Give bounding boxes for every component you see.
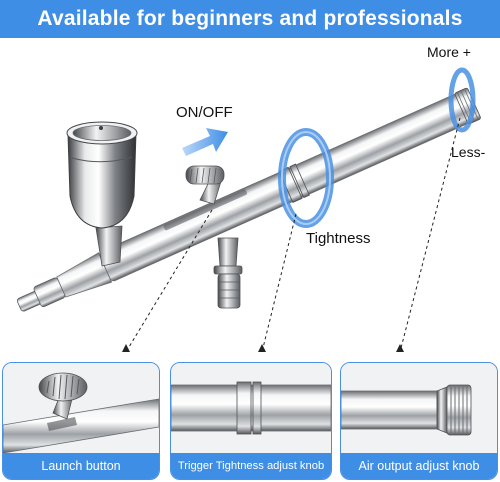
- label-on-off: ON/OFF: [176, 104, 233, 121]
- label-tightness: Tightness: [306, 230, 371, 247]
- detail-panel-air-output-knob: Air output adjust knob: [340, 362, 498, 480]
- caption-tightness-knob: Trigger Tightness adjust knob: [171, 453, 331, 479]
- rotate-ring-icon: [448, 67, 476, 133]
- title-banner: Available for beginners and professional…: [0, 0, 500, 38]
- detail-panel-launch-button: Launch button: [2, 362, 160, 480]
- detail-panel-tightness-knob: Trigger Tightness adjust knob: [170, 362, 332, 480]
- air-output-knob-closeup: [341, 363, 497, 453]
- banner-title: Available for beginners and professional…: [37, 7, 463, 30]
- arrow-icon: [182, 128, 228, 156]
- launch-button-closeup: [3, 363, 159, 453]
- tightness-knob-closeup: [171, 363, 331, 453]
- label-less: Less-: [451, 144, 486, 160]
- caption-air-output-knob: Air output adjust knob: [341, 453, 497, 479]
- airbrush-product-image: [16, 67, 481, 353]
- label-more: More +: [427, 44, 471, 60]
- rotate-ring-icon: [278, 128, 334, 228]
- caption-launch-button: Launch button: [3, 453, 159, 479]
